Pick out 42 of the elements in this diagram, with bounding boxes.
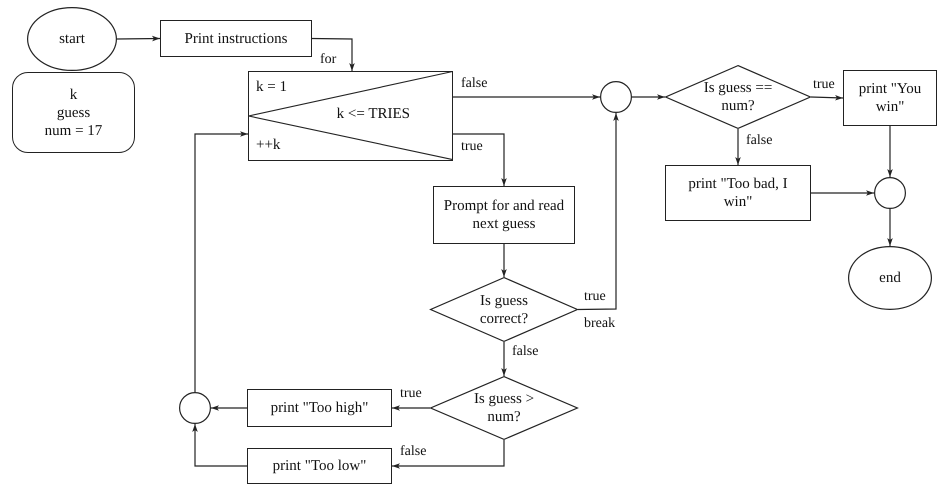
node-text: Is guess correct? — [478, 292, 530, 328]
node-text: k — [70, 86, 78, 104]
arrow — [887, 126, 893, 177]
arrow — [578, 113, 619, 310]
node-text: print "Too low" — [272, 457, 366, 475]
arrow — [887, 209, 893, 246]
arrow — [194, 131, 248, 392]
arrow — [810, 94, 844, 101]
process-box — [247, 389, 392, 427]
node-text: Print instructions — [184, 30, 288, 48]
loop-text: k = 1 — [256, 78, 287, 96]
node-text: print "Too high" — [270, 399, 368, 417]
node-text: start — [59, 30, 85, 48]
arrow — [453, 133, 507, 186]
arrow — [312, 38, 355, 71]
arrow — [392, 405, 430, 411]
process-box — [843, 70, 937, 126]
variables-box — [12, 72, 135, 153]
loop-text: k <= TRIES — [336, 105, 410, 123]
arrow — [453, 94, 600, 100]
node-text: Is guess == num? — [703, 79, 773, 115]
process-box — [160, 20, 312, 57]
loop-text: ++k — [256, 136, 280, 154]
arrow — [501, 244, 507, 277]
node-text: end — [879, 269, 901, 287]
arrow — [632, 94, 665, 100]
process-box — [247, 448, 392, 484]
node-text: print "Too bad, I win" — [687, 175, 789, 211]
arrow — [392, 440, 505, 469]
arrow — [501, 342, 507, 376]
node-text: Prompt for and read next guess — [443, 197, 565, 233]
arrow — [117, 36, 160, 42]
process-box — [665, 165, 811, 221]
node-text: print "You win" — [858, 80, 922, 116]
node-text: num = 17 — [44, 122, 102, 140]
arrow — [192, 424, 247, 467]
node-text: guess — [56, 104, 90, 122]
arrow — [735, 129, 741, 165]
node-text: Is guess > num? — [472, 390, 536, 426]
arrow — [811, 190, 874, 196]
process-box — [433, 186, 575, 244]
arrow — [211, 405, 247, 411]
